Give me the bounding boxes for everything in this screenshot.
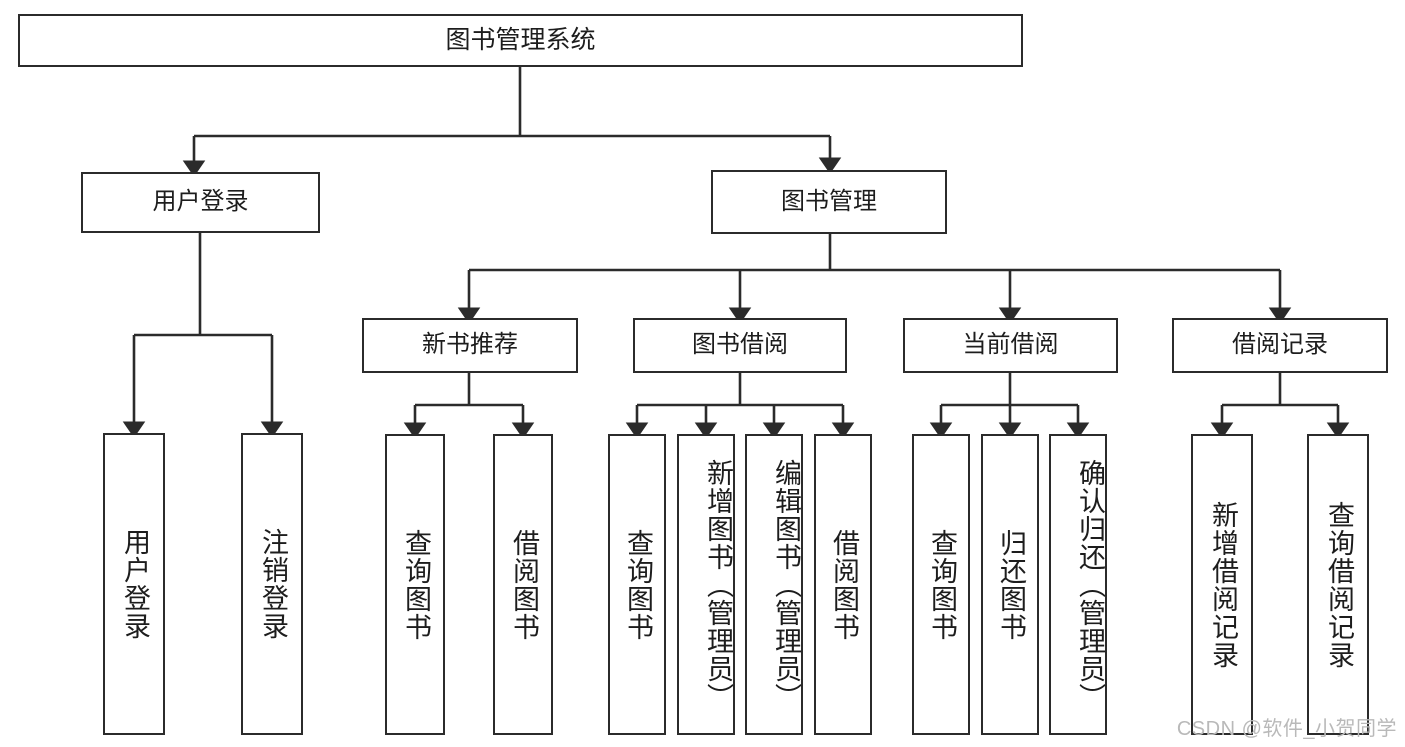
node-root[interactable]: 图书管理系统	[18, 14, 1023, 67]
leaf-add-book-label: 新增图书（管理员）	[703, 458, 733, 711]
leaf-query-book-1[interactable]: 查询图书	[385, 434, 445, 735]
leaf-return-book[interactable]: 归还图书	[981, 434, 1039, 735]
leaf-add-record[interactable]: 新增借阅记录	[1191, 434, 1253, 735]
node-root-label: 图书管理系统	[445, 25, 596, 54]
leaf-logout-login[interactable]: 注销登录	[241, 433, 303, 735]
node-user-login-label: 用户登录	[152, 188, 249, 216]
node-current-borrow[interactable]: 当前借阅	[903, 318, 1118, 373]
leaf-user-login-label: 用户登录	[119, 528, 150, 640]
node-book-borrow-label: 图书借阅	[692, 331, 788, 359]
watermark-text: CSDN @软件_小贺同学	[1176, 718, 1397, 740]
node-book-manage[interactable]: 图书管理	[711, 170, 947, 234]
leaf-borrow-book-1[interactable]: 借阅图书	[493, 434, 553, 735]
leaf-add-record-label: 新增借阅记录	[1207, 500, 1238, 669]
node-book-borrow[interactable]: 图书借阅	[633, 318, 847, 373]
node-user-login[interactable]: 用户登录	[81, 172, 320, 233]
leaf-borrow-book-1-label: 借阅图书	[508, 528, 539, 641]
leaf-confirm-return[interactable]: 确认归还（管理员）	[1049, 434, 1107, 735]
leaf-add-book[interactable]: 新增图书（管理员）	[677, 434, 735, 735]
leaf-return-book-label: 归还图书	[995, 528, 1026, 641]
leaf-user-login[interactable]: 用户登录	[103, 433, 165, 735]
leaf-borrow-book-2[interactable]: 借阅图书	[814, 434, 872, 735]
node-new-book-recommend[interactable]: 新书推荐	[362, 318, 578, 373]
leaf-query-record[interactable]: 查询借阅记录	[1307, 434, 1369, 735]
leaf-query-book-2[interactable]: 查询图书	[608, 434, 666, 735]
leaf-logout-login-label: 注销登录	[257, 528, 288, 640]
leaf-borrow-book-2-label: 借阅图书	[828, 528, 859, 641]
node-new-book-recommend-label: 新书推荐	[422, 331, 518, 359]
leaf-query-record-label: 查询借阅记录	[1323, 500, 1354, 669]
node-current-borrow-label: 当前借阅	[962, 331, 1059, 359]
leaf-edit-book-label: 编辑图书（管理员）	[771, 458, 801, 711]
node-book-manage-label: 图书管理	[781, 187, 877, 215]
leaf-confirm-return-label: 确认归还（管理员）	[1075, 458, 1105, 711]
leaf-query-book-1-label: 查询图书	[400, 528, 431, 641]
node-borrow-record[interactable]: 借阅记录	[1172, 318, 1388, 373]
leaf-query-book-2-label: 查询图书	[622, 528, 653, 641]
node-borrow-record-label: 借阅记录	[1232, 331, 1328, 359]
leaf-edit-book[interactable]: 编辑图书（管理员）	[745, 434, 803, 735]
leaf-query-book-3-label: 查询图书	[926, 528, 957, 641]
leaf-query-book-3[interactable]: 查询图书	[912, 434, 970, 735]
